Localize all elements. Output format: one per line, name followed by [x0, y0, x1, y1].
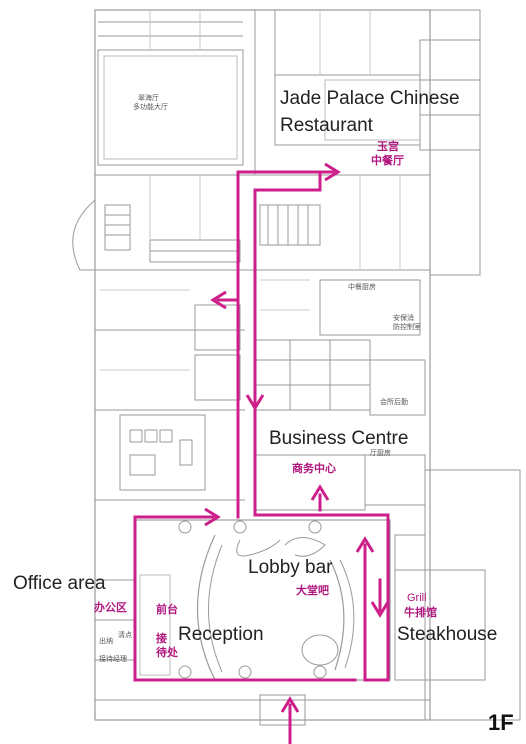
floor-indicator: 1F	[488, 710, 514, 735]
grill-label: Grill	[407, 592, 427, 604]
reception-zh-front-desk: 前台	[156, 603, 178, 616]
cleaning-label: 清点	[118, 631, 132, 639]
arrow-west	[210, 290, 227, 310]
security-label-2: 防控制室	[393, 323, 421, 331]
steakhouse-label: Steakhouse	[397, 624, 498, 645]
banquet-hall	[97, 49, 244, 166]
jade-palace-zh-line2: 中餐厅	[371, 154, 404, 167]
steakhouse-zh: 牛排馆	[404, 606, 437, 619]
grill-room	[394, 569, 486, 681]
route-arrows	[204, 162, 390, 713]
arrow-down-business	[245, 394, 265, 411]
business-centre-label: Business Centre	[269, 428, 409, 449]
jade-palace-label-line2: Restaurant	[280, 115, 373, 136]
arrow-down-grill	[370, 601, 390, 618]
chinese-kitchen-label: 中餐厨房	[348, 283, 376, 291]
route-to-grill	[253, 403, 390, 682]
east-wing-upper	[429, 9, 481, 276]
back-office-label: 会所后勤	[380, 398, 408, 406]
west-curve	[72, 199, 96, 271]
route-office-to-lobby	[133, 515, 215, 642]
route-to-restaurant	[236, 170, 335, 519]
arrow-up-business	[310, 484, 330, 501]
office-area-label: Office area	[13, 573, 106, 594]
reception-zh-line2: 接	[156, 632, 167, 645]
arrow-entrance	[280, 696, 300, 713]
east-wing-lower	[424, 469, 521, 721]
arrow-to-restaurant	[324, 162, 341, 182]
restroom-block	[119, 414, 206, 491]
office-area-zh: 办公区	[94, 601, 127, 614]
lobby-bar-label: Lobby bar	[248, 557, 333, 578]
banquet-hall-label-2: 多功能大厅	[133, 103, 168, 111]
guidance-route	[133, 170, 390, 744]
exit-label: 出纳	[99, 637, 113, 645]
manager-label: 接待经理	[99, 655, 127, 663]
kitchen-label: 厅厨房	[370, 449, 391, 457]
reception-zh-line3: 待处	[156, 646, 178, 659]
architectural-walls	[72, 9, 521, 726]
reception-label: Reception	[178, 624, 264, 645]
route-to-business	[253, 170, 322, 407]
chinese-kitchen-room	[319, 279, 421, 336]
business-centre-zh: 商务中心	[292, 462, 336, 475]
banquet-hall-label-1: 翠海厅	[138, 94, 159, 102]
jade-palace-label-line1: Jade Palace Chinese	[280, 88, 460, 109]
jade-palace-zh-line1: 玉宫	[377, 140, 399, 153]
arrow-up-grill	[355, 536, 375, 553]
lobby-bar-zh: 大堂吧	[296, 584, 329, 597]
route-lower-loop	[133, 638, 357, 682]
security-label-1: 安保消	[393, 314, 414, 322]
arrow-to-lobby	[204, 507, 221, 527]
